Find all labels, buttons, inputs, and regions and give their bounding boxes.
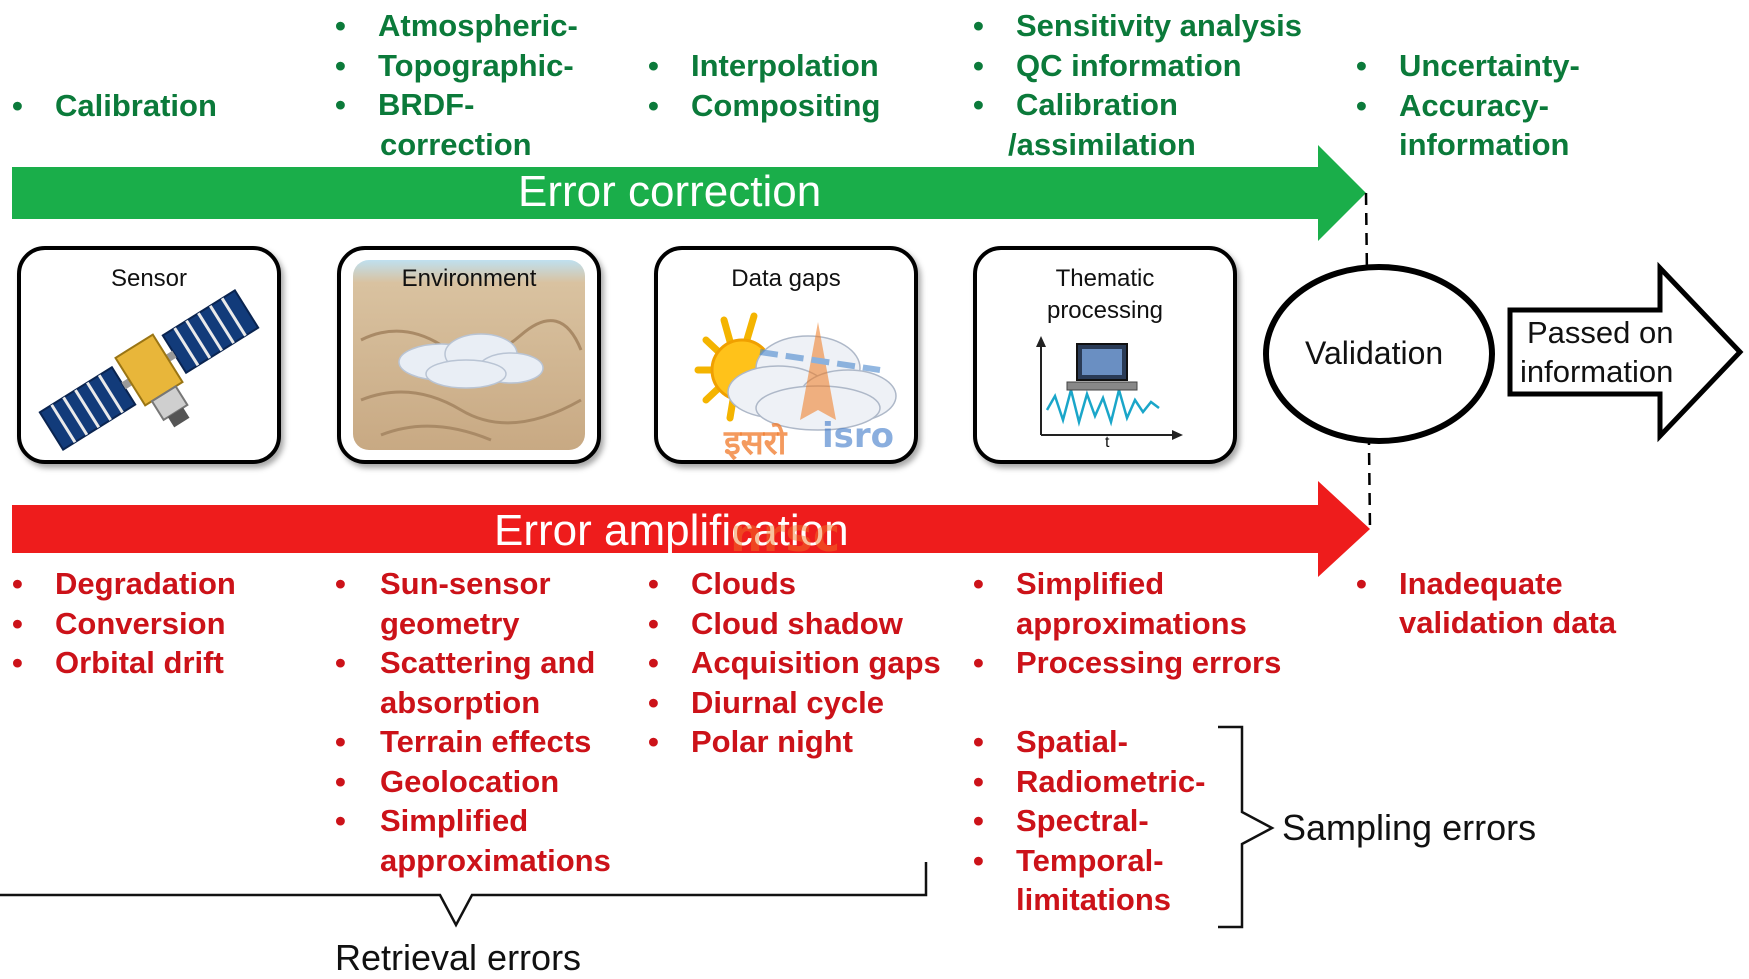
sun-sensor-list: •Sun-sensor geometry •Scattering and abs… [335, 564, 611, 880]
inadequate-continuation: validation data [1399, 605, 1617, 640]
list-item: Diurnal cycle [648, 683, 941, 723]
list-item-continuation: absorption [380, 684, 541, 720]
list-item: Interpolation [648, 46, 880, 86]
list-item: •Spectral- [973, 803, 1149, 838]
atmospheric-correction-list: Atmospheric- Topographic- BRDF- [335, 6, 578, 125]
list-item: Calibration [12, 86, 217, 126]
list-item: Inadequate [1356, 564, 1563, 604]
uncertainty-list: Uncertainty- Accuracy- [1356, 46, 1580, 125]
sampling-errors-brace [1218, 725, 1275, 929]
list-item: •Processing errors [973, 645, 1282, 680]
list-item: Accuracy- [1356, 86, 1580, 126]
thematic-title-line1: Thematic [1055, 265, 1155, 292]
atmospheric-correction-continuation: correction [380, 127, 532, 162]
list-item: Polar night [648, 722, 941, 762]
sensitivity-list: Sensitivity analysis QC information Cali… [973, 6, 1302, 125]
spatial-list: •Spatial- •Radiometric- •Spectral- •Temp… [973, 722, 1205, 920]
calibration-list: Calibration [12, 86, 217, 126]
watermark-isro: isro [822, 416, 895, 456]
error-correction-label: Error correction [518, 167, 822, 216]
simplified-list: •Simplified approximations •Processing e… [973, 564, 1281, 683]
list-item: BRDF- [335, 85, 578, 125]
list-item: Uncertainty- [1356, 46, 1580, 86]
list-item: Degradation [12, 564, 236, 604]
error-correction-arrow [12, 145, 1366, 241]
thematic-title-line2: processing [1046, 297, 1164, 324]
list-item: •Simplified [973, 566, 1165, 601]
list-item: Sensitivity analysis [973, 6, 1302, 46]
passed-on-arrow [1507, 261, 1744, 443]
list-item: Calibration [973, 85, 1302, 125]
data-gaps-title: Data gaps [731, 265, 841, 292]
error-amplification-arrow [12, 481, 1370, 577]
list-item-continuation: limitations [1016, 882, 1172, 917]
list-item: Cloud shadow [648, 604, 941, 644]
validation-ellipse [1263, 264, 1495, 444]
sensor-box: Sensor [17, 246, 281, 464]
watermark-nrsc: nrsc [730, 508, 841, 562]
list-item: Clouds [648, 564, 941, 604]
sensor-title: Sensor [110, 265, 188, 292]
list-item: Topographic- [335, 46, 578, 86]
list-item: •Sun-sensor [335, 566, 551, 601]
sensitivity-continuation: /assimilation [1008, 127, 1196, 162]
satellite-icon [38, 289, 260, 451]
list-item: Conversion [12, 604, 236, 644]
degradation-list: Degradation Conversion Orbital drift [12, 564, 236, 683]
inadequate-list: Inadequate [1356, 564, 1563, 604]
list-item: •Spatial- [973, 724, 1128, 759]
list-item: Orbital drift [12, 643, 236, 683]
list-item: •Temporal- [973, 842, 1164, 878]
list-item-continuation: geometry [380, 605, 520, 641]
watermark-hindi: इसरो [724, 423, 787, 463]
list-item: •Terrain effects [335, 724, 592, 759]
list-item: QC information [973, 46, 1302, 86]
clouds-list: Clouds Cloud shadow Acquisition gaps Diu… [648, 564, 941, 762]
list-item: •Simplified [335, 803, 529, 838]
environment-box: Environment [337, 246, 601, 464]
list-item: Compositing [648, 86, 880, 126]
error-amplification-label: Error amplification [494, 506, 849, 555]
list-item: •Radiometric- [973, 763, 1206, 799]
list-item-continuation: approximations [1016, 605, 1247, 641]
validation-label: Validation [1305, 335, 1444, 371]
uncertainty-continuation: information [1399, 127, 1570, 162]
list-item: Acquisition gaps [648, 643, 941, 683]
passed-on-line1: Passed on [1527, 315, 1674, 350]
list-item: •Scattering and [335, 645, 596, 680]
interpolation-list: Interpolation Compositing [648, 46, 880, 125]
retrieval-errors-label: Retrieval errors [335, 937, 582, 978]
list-item-continuation: approximations [380, 842, 611, 878]
list-item: •Geolocation [335, 763, 560, 799]
environment-title: Environment [401, 265, 537, 292]
sampling-errors-label: Sampling errors [1282, 807, 1537, 848]
thematic-processing-box: Thematic processing t [973, 246, 1237, 464]
retrieval-errors-brace [0, 862, 928, 928]
terrain-cloud-icon [353, 260, 585, 450]
list-item: Atmospheric- [335, 6, 578, 46]
passed-on-line2: information [1520, 354, 1674, 389]
axis-t-label: t [1105, 434, 1110, 451]
signal-computer-icon [1036, 336, 1183, 440]
